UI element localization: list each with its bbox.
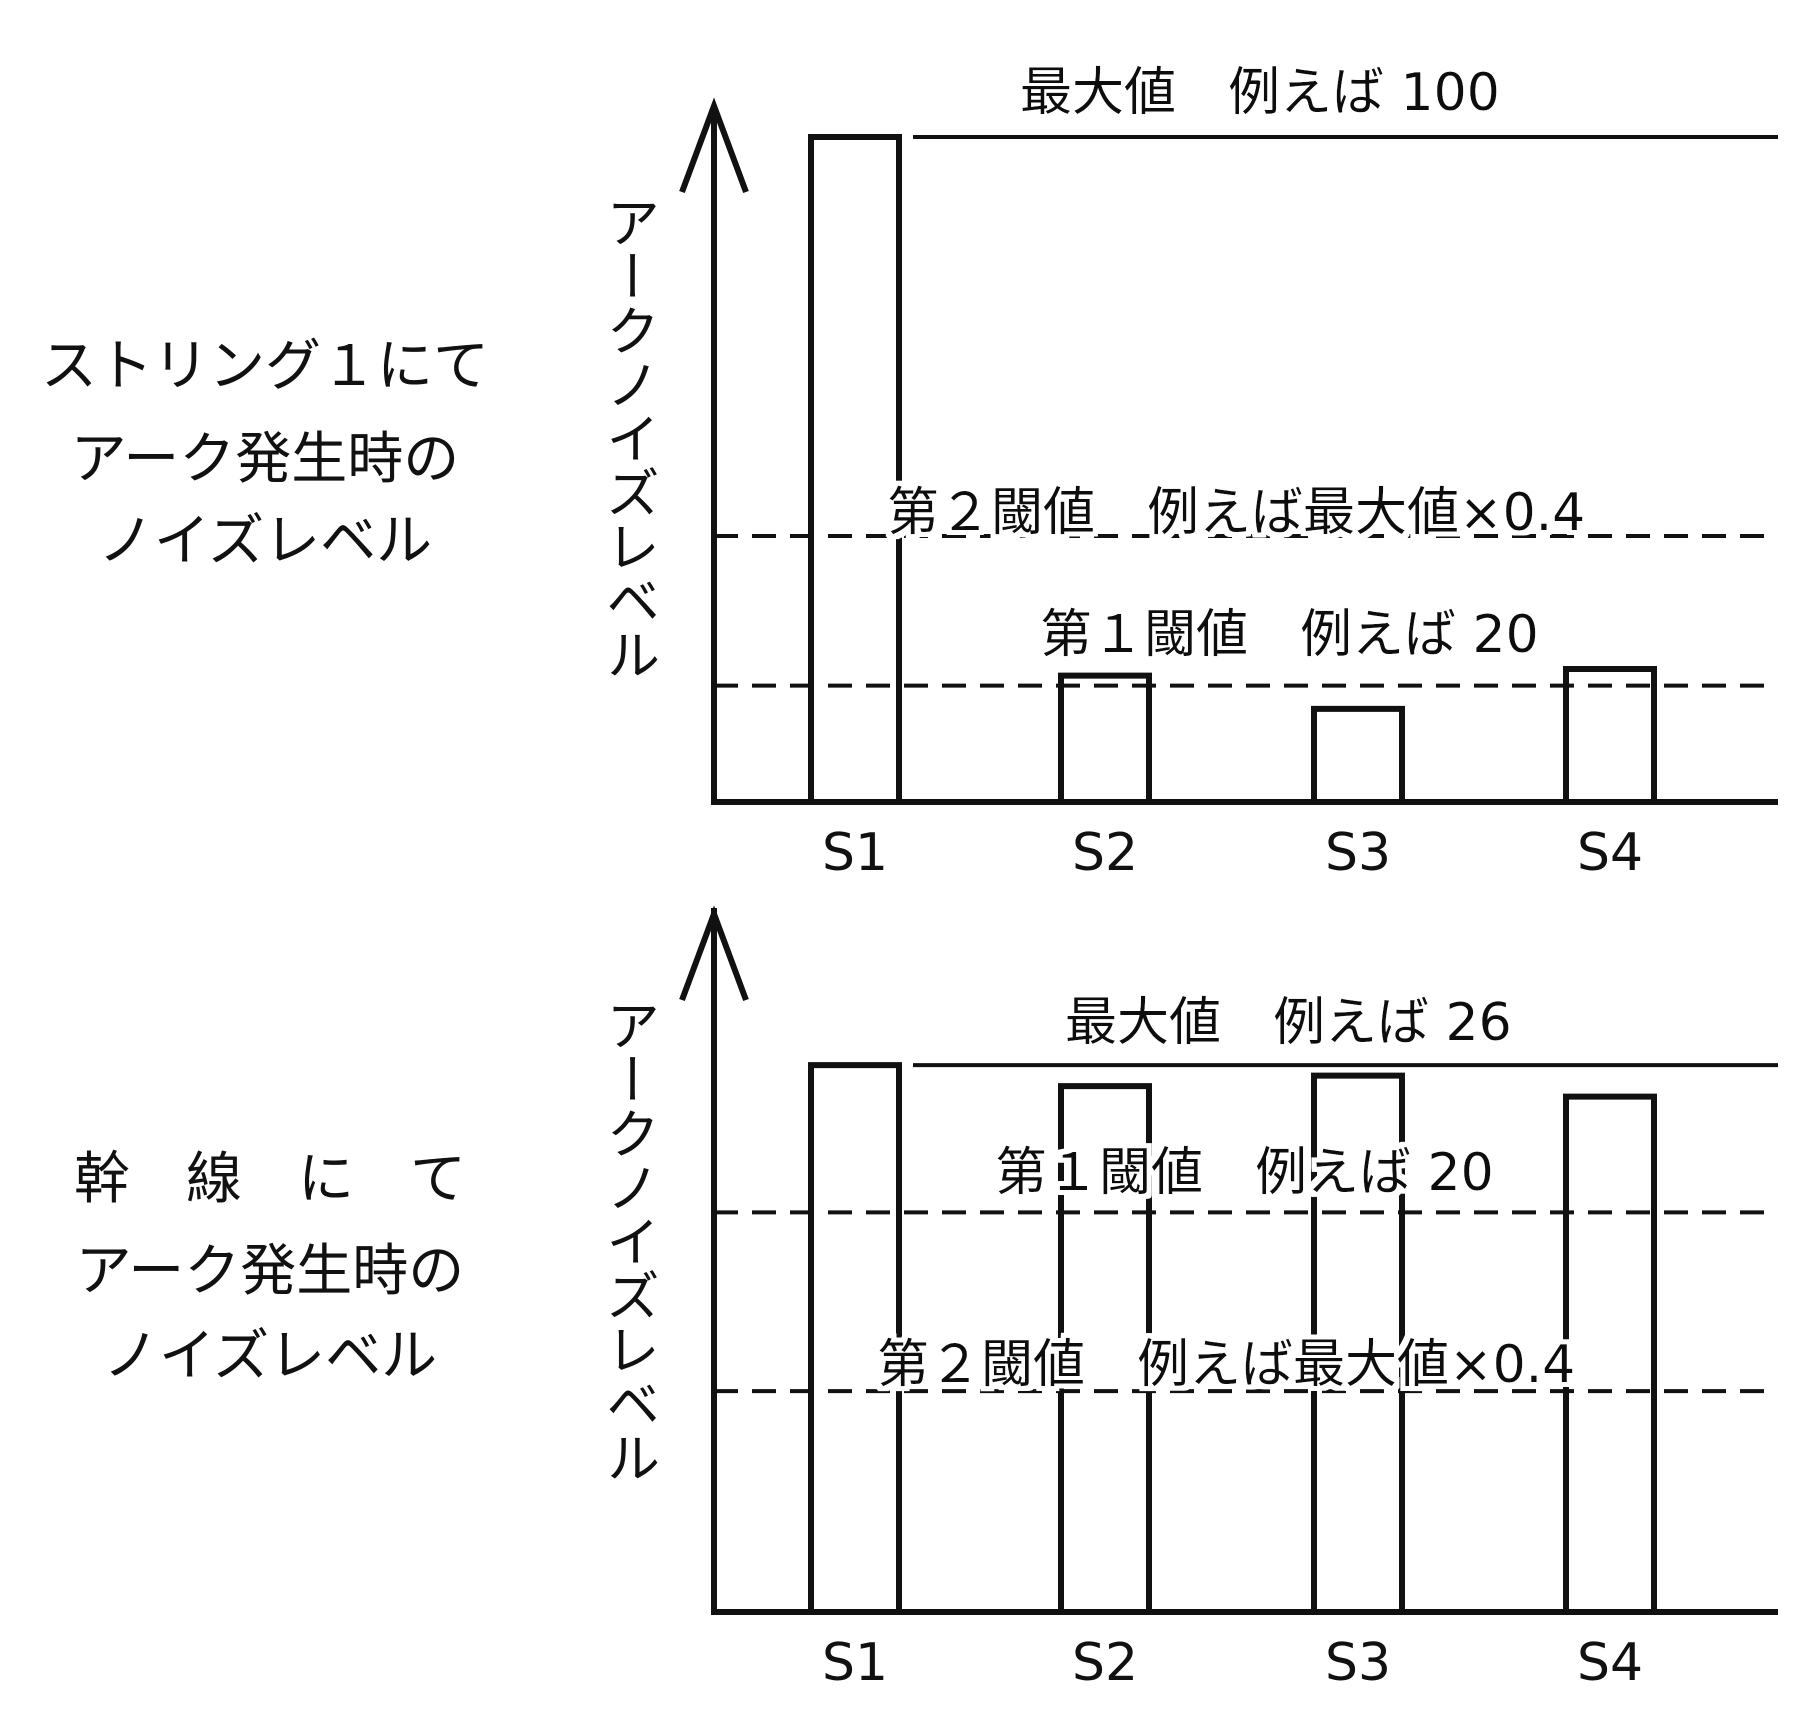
side-label-line-1: ストリング１にて (41, 334, 489, 399)
x-tick-label: S1 (822, 1633, 888, 1693)
x-tick-label: S2 (1072, 1633, 1138, 1693)
axes (679, 97, 1778, 805)
y-axis-arrowhead (679, 905, 749, 1002)
chart-trunk: 幹 線 に て アーク発生時の ノイズレベル アークノイズレベル S1 S2 S… (74, 905, 1778, 1693)
chart-string1: ストリング１にて アーク発生時の ノイズレベル アークノイズレベル S1 S2 … (41, 63, 1778, 883)
bar (808, 1062, 902, 1612)
x-tick-label: S3 (1325, 1633, 1391, 1693)
bar (808, 134, 902, 802)
threshold-1-label: 第１閾値 例えば 20 (1040, 605, 1539, 665)
bar (1311, 705, 1405, 802)
side-label-line-3: ノイズレベル (98, 509, 432, 574)
x-tick-label: S1 (822, 823, 888, 883)
max-value-label: 最大値 例えば 26 (1065, 993, 1512, 1053)
bar (1058, 672, 1152, 802)
side-label-line-2: アーク発生時の (71, 427, 460, 492)
bar (1563, 1093, 1657, 1612)
x-tick-labels: S1 S2 S3 S4 (822, 1633, 1643, 1693)
side-label-line-2: アーク発生時の (76, 1239, 465, 1304)
y-axis-label: アークノイズレベル (597, 195, 660, 681)
x-tick-label: S3 (1325, 823, 1391, 883)
plot-area (714, 1062, 1778, 1612)
x-tick-label: S4 (1577, 823, 1643, 883)
bar (1058, 1083, 1152, 1612)
threshold-2-label: 第２閾値 例えば最大値×0.4 (887, 483, 1585, 543)
bar (1563, 666, 1657, 802)
annotations: 最大値 例えば 100 第２閾値 例えば最大値×0.4 第１閾値 例えば 20 (887, 63, 1585, 665)
annotations: 最大値 例えば 26 第１閾値 例えば 20 第２閾値 例えば最大値×0.4 (877, 993, 1575, 1395)
threshold-1-label: 第１閾値 例えば 20 (995, 1143, 1494, 1203)
bar (1311, 1072, 1405, 1612)
side-label-line-1: 幹 線 に て (74, 1147, 466, 1212)
plot-area (714, 134, 1778, 802)
y-axis-label: アークノイズレベル (597, 998, 660, 1484)
axes (679, 905, 1778, 1615)
max-value-label: 最大値 例えば 100 (1020, 63, 1500, 123)
threshold-2-label: 第２閾値 例えば最大値×0.4 (877, 1335, 1575, 1395)
x-tick-label: S4 (1577, 1633, 1643, 1693)
x-tick-labels: S1 S2 S3 S4 (822, 823, 1643, 883)
y-axis-arrowhead (679, 97, 749, 194)
x-tick-label: S2 (1072, 823, 1138, 883)
side-label-line-3: ノイズレベル (103, 1324, 437, 1389)
